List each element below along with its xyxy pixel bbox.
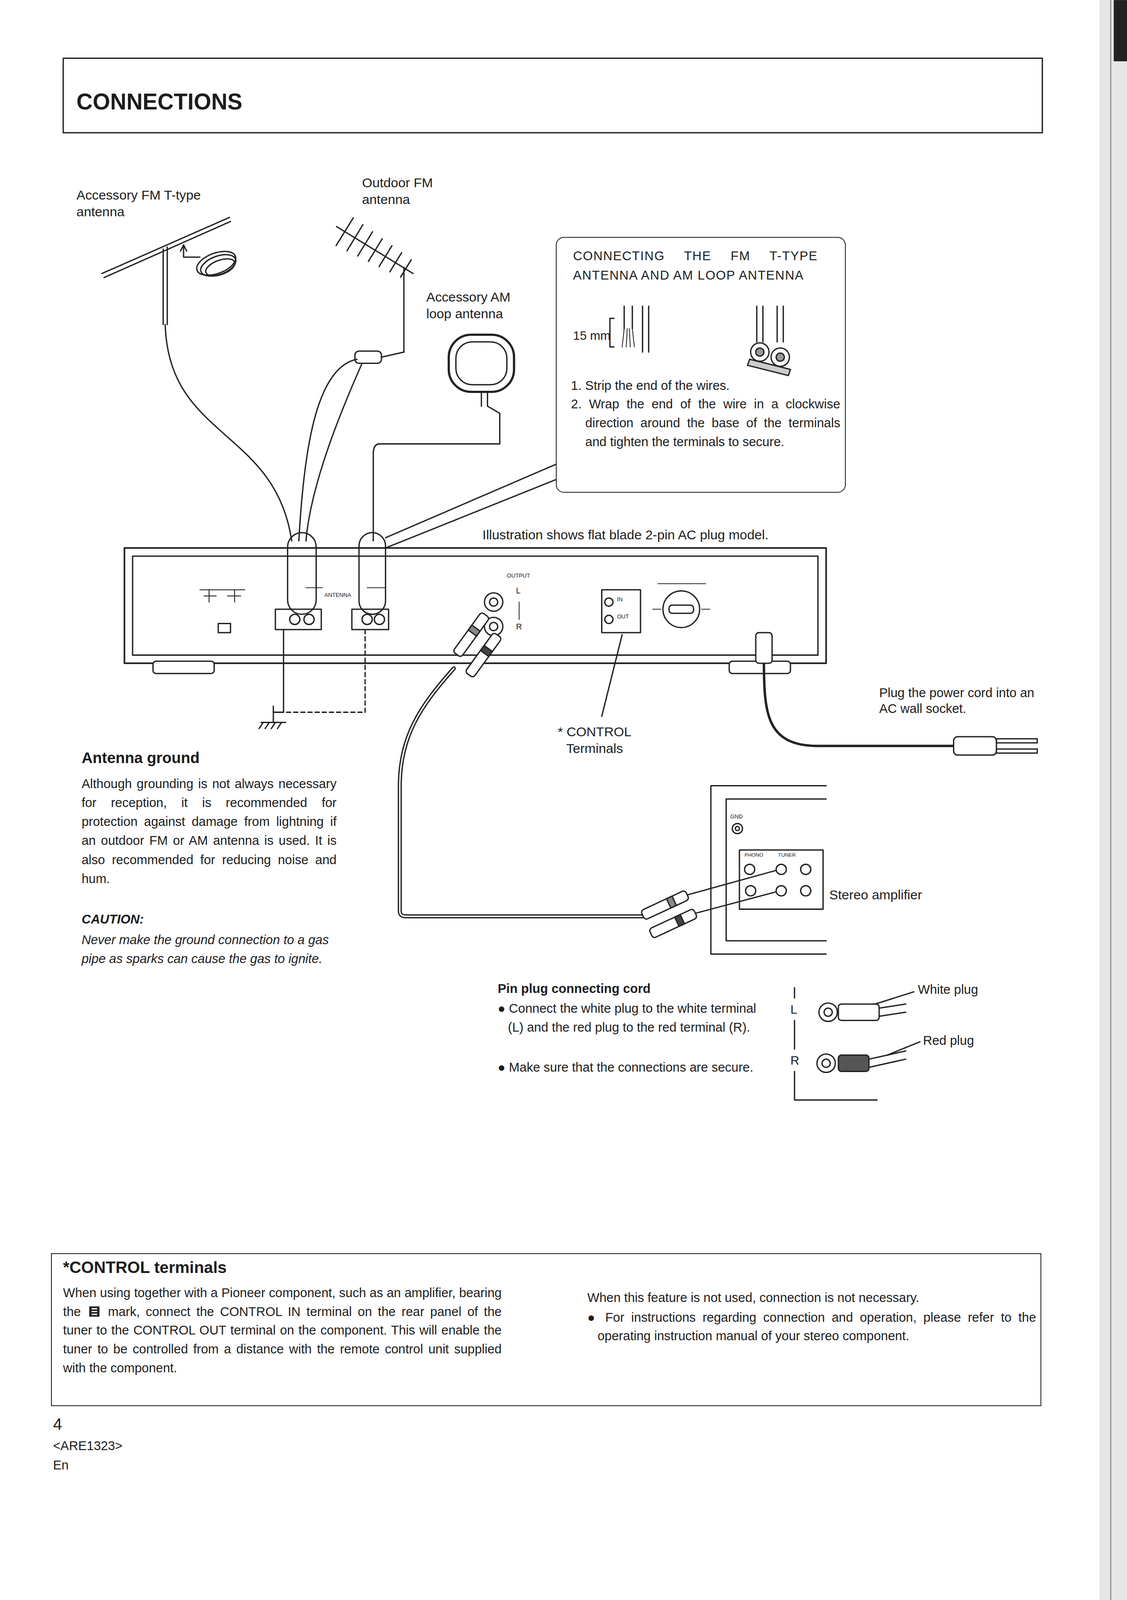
note: Plug the power cord into an AC wall sock… <box>879 684 1048 717</box>
bullet-text: ● Make sure that the connections are sec… <box>497 1057 763 1077</box>
sr-mark-icon <box>88 1305 101 1317</box>
caution-text: Never make the ground connection to a ga… <box>81 930 337 968</box>
panel-label: R <box>516 621 522 632</box>
doc-code: <ARE1323> <box>53 1437 123 1454</box>
part-label: White plug <box>917 981 979 997</box>
panel-label: IN <box>616 595 623 603</box>
part-label: * CONTROL Terminals <box>538 723 651 757</box>
caution-heading: CAUTION: <box>81 910 145 927</box>
panel-label: GND <box>730 812 743 820</box>
callout-heading: CONNECTING THE FM T-TYPE ANTENNA AND AM … <box>572 246 818 285</box>
body-text: mark, connect the CONTROL IN terminal on… <box>63 1304 502 1375</box>
part-label: Red plug <box>923 1032 975 1048</box>
part-label: Accessory AM loop antenna <box>426 288 539 323</box>
part-label: Outdoor FM antenna <box>362 174 460 208</box>
body-text: Although grounding is not always necessa… <box>81 774 337 888</box>
panel-label: L <box>516 585 521 596</box>
bullet-text: ● For instructions regarding connection … <box>587 1307 1037 1345</box>
panel-label: ANTENNA <box>324 591 352 599</box>
body-text: When this feature is not used, connectio… <box>587 1287 1026 1307</box>
body-text: When using together with a Pioneer compo… <box>63 1282 502 1378</box>
page-number: 4 <box>53 1413 63 1434</box>
instruction-callout: CONNECTING THE FM T-TYPE ANTENNA AND AM … <box>555 236 846 493</box>
section-heading: Antenna ground <box>81 747 200 767</box>
panel-label: OUT <box>616 612 629 620</box>
part-label: Stereo amplifier <box>829 886 922 903</box>
dimension: 15 mm <box>572 328 611 344</box>
channel-label: R <box>790 1052 800 1069</box>
panel-label: PHONO <box>744 851 764 858</box>
note-box: *CONTROL terminalsWhen using together wi… <box>50 1252 1042 1406</box>
panel-label: OUTPUT <box>507 572 531 580</box>
panel-label: TUNER <box>778 851 796 858</box>
step-text: 2. Wrap the end of the wire in a clockwi… <box>571 394 841 452</box>
language-code: En <box>53 1456 69 1473</box>
part-label: Accessory FM T-type antenna <box>76 186 204 221</box>
step-text: 1. Strip the end of the wires. <box>571 376 841 395</box>
note: Illustration shows flat blade 2-pin AC p… <box>482 526 769 544</box>
box-heading: *CONTROL terminals <box>63 1256 227 1277</box>
bullet-text: ● Connect the white plug to the white te… <box>497 998 763 1037</box>
section-heading: Pin plug connecting cord <box>497 980 651 997</box>
channel-label: L <box>790 1001 798 1018</box>
page-title: CONNECTIONS <box>76 87 243 116</box>
